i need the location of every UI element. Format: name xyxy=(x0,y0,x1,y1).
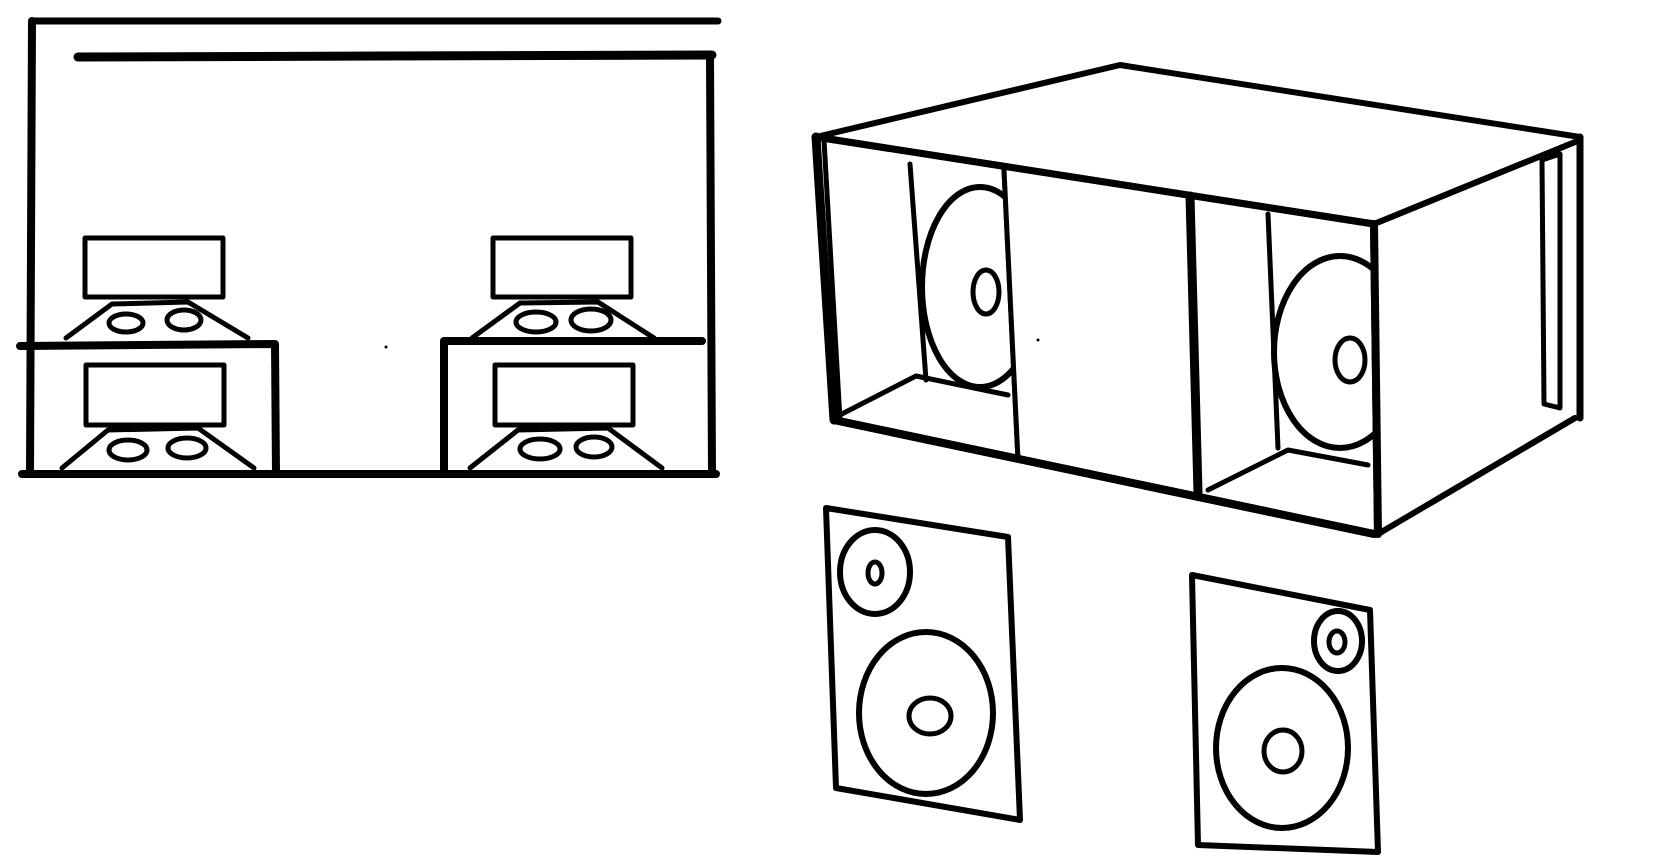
speaker-stand xyxy=(467,425,665,471)
woofer-cone xyxy=(1213,665,1351,831)
speaker-screen xyxy=(83,362,227,428)
stray-dot xyxy=(1036,338,1040,342)
right-woofer-dustcap xyxy=(1332,335,1368,385)
speaker-knob xyxy=(573,434,615,460)
tweeter-dome xyxy=(1326,628,1348,656)
right-compartment-floor xyxy=(1205,447,1371,493)
woofer-dustcap xyxy=(906,695,954,737)
left-compartment-inner-wall xyxy=(907,161,929,383)
cabinet-edges-overlay xyxy=(812,133,1583,538)
tweeter-ring xyxy=(837,527,913,617)
left-woofer-occluder xyxy=(1006,170,1070,460)
cabinet-right-face-bottom xyxy=(1375,415,1578,537)
cabinet-front-right-edge xyxy=(1370,220,1382,538)
cabinet-outline xyxy=(1189,572,1381,855)
right-platform xyxy=(440,337,706,478)
room-right-wall xyxy=(706,51,716,478)
subwoofer-cabinet-perspective xyxy=(811,62,1584,538)
right-compartment-outer-wall xyxy=(1185,191,1203,497)
side-vent-panel xyxy=(1539,151,1563,411)
speaker-stand xyxy=(63,299,251,341)
tweeter-dome xyxy=(865,559,885,587)
cabinet-top-front-edge xyxy=(812,133,1378,228)
speaker-unit-bottom-right xyxy=(467,362,665,471)
left-compartment-front-post xyxy=(821,137,843,423)
right-speaker-cabinet xyxy=(1189,572,1381,855)
speaker-stand xyxy=(59,425,257,471)
room-left-wall xyxy=(26,17,36,478)
left-speaker-cabinet xyxy=(823,505,1023,823)
room-view-with-four-speaker-stacks xyxy=(16,17,722,478)
speaker-unit-top-right xyxy=(469,235,657,341)
speaker-knob xyxy=(106,311,146,335)
speaker-knob xyxy=(106,437,150,463)
woofer-dustcap xyxy=(1261,727,1305,775)
speaker-knob xyxy=(513,309,559,335)
cabinet-outline xyxy=(823,505,1023,823)
speaker-stand xyxy=(469,299,657,341)
woofer-occluders xyxy=(1006,170,1432,534)
speaker-knob xyxy=(568,306,614,334)
woofer-cone xyxy=(856,629,996,797)
left-platform xyxy=(16,340,280,478)
speaker-screen xyxy=(82,235,226,300)
tweeter-ring xyxy=(1311,608,1365,674)
left-compartment-floor xyxy=(831,373,1011,421)
cabinet-front-divider xyxy=(1001,167,1021,463)
speaker-knob xyxy=(517,436,563,462)
cabinet-top-face xyxy=(813,62,1583,140)
speaker-knob xyxy=(164,307,204,333)
stray-dot xyxy=(384,345,388,349)
room-top-inner-line xyxy=(73,50,717,62)
cabinet-front-bottom-edge xyxy=(830,416,1378,538)
speaker-screen xyxy=(490,235,634,300)
speaker-screen xyxy=(492,362,636,428)
right-woofer-occluder xyxy=(1378,226,1432,534)
left-woofer-dustcap xyxy=(970,267,1002,317)
cabinet-front-left-edge xyxy=(811,132,839,425)
speaker-unit-top-left xyxy=(63,235,251,341)
cabinet-top-right-edge xyxy=(1371,137,1583,227)
speaker-unit-bottom-left xyxy=(59,362,257,471)
speaker-knob xyxy=(165,435,209,461)
